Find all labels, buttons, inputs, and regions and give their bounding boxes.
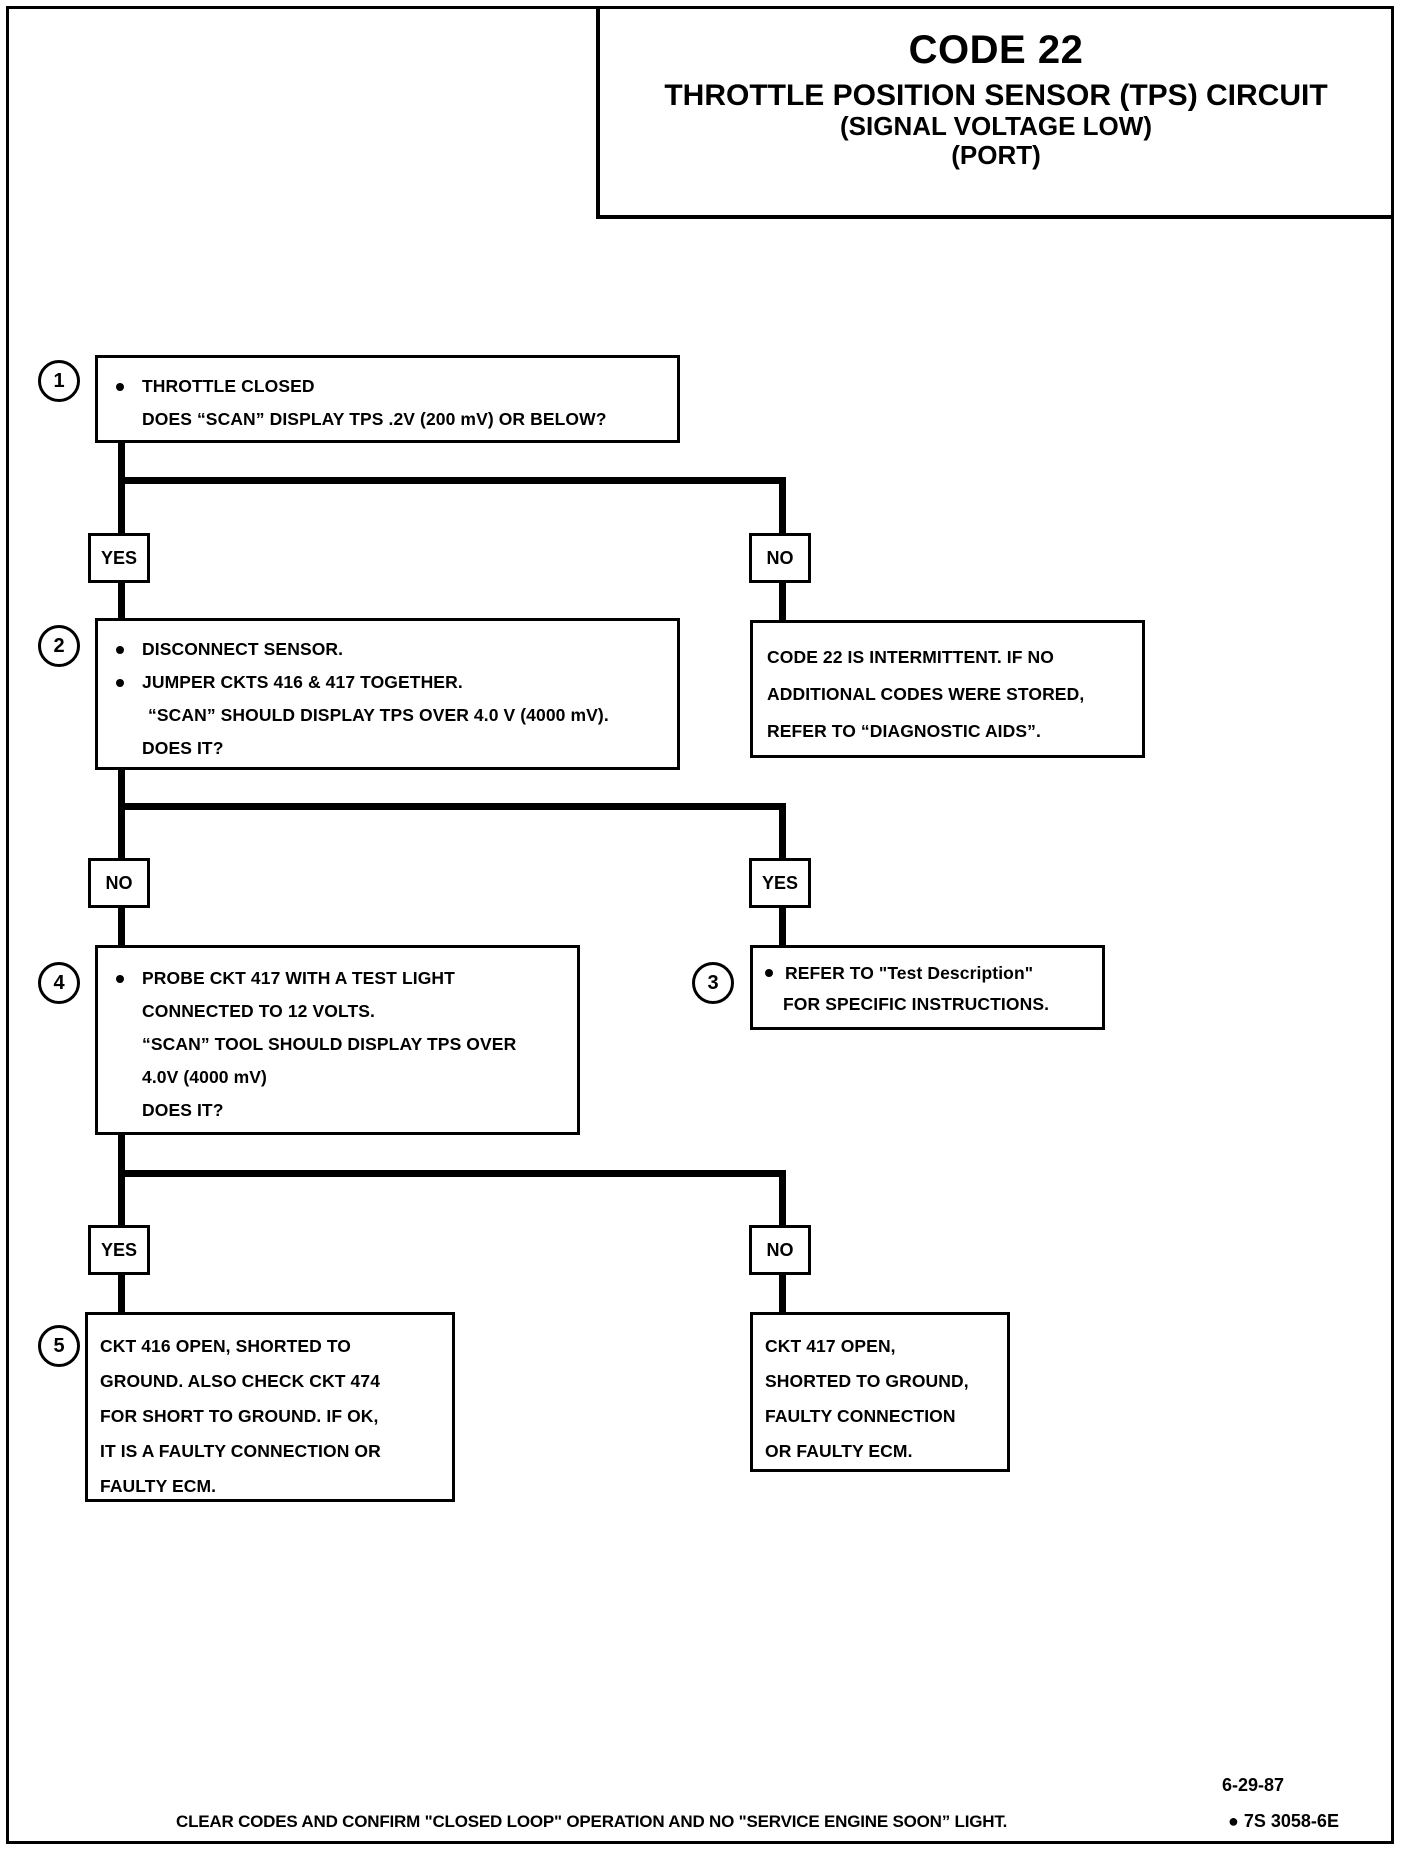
box4-line-5: DOES IT? xyxy=(142,1100,224,1120)
footer-date: 6-29-87 xyxy=(1222,1775,1285,1795)
step-marker-2: 2 xyxy=(38,625,80,667)
connector-4-no-down xyxy=(779,1170,786,1231)
connector-2-no-down xyxy=(118,803,125,864)
box2-line-2: JUMPER CKTS 416 & 417 TOGETHER. xyxy=(102,666,667,699)
box-step-2: DISCONNECT SENSOR. JUMPER CKTS 416 & 417… xyxy=(95,618,680,770)
connector-1-yes-down xyxy=(118,477,125,540)
bullet-icon xyxy=(116,383,124,391)
footer-note: CLEAR CODES AND CONFIRM "CLOSED LOOP" OP… xyxy=(176,1812,1008,1831)
page-title: CODE 22 xyxy=(908,28,1084,72)
box2-line-4: DOES IT? xyxy=(142,738,224,758)
bullet-icon xyxy=(765,969,773,977)
box3-line-1: REFER TO "Test Description" xyxy=(761,958,1094,989)
box2-line-3: “SCAN” SHOULD DISPLAY TPS OVER 4.0 V (40… xyxy=(148,705,609,725)
step-marker-1: 1 xyxy=(38,360,80,402)
box-ckt-417-fault: CKT 417 OPEN, SHORTED TO GROUND, FAULTY … xyxy=(750,1312,1010,1472)
box-step-1: THROTTLE CLOSED DOES “SCAN” DISPLAY TPS … xyxy=(95,355,680,443)
branch-label-no-2: NO xyxy=(88,858,150,908)
connector-4-down xyxy=(118,1135,125,1173)
connector-yes1-to-box2 xyxy=(118,583,125,621)
box-code-intermittent: CODE 22 IS INTERMITTENT. IF NO ADDITIONA… xyxy=(750,620,1145,758)
intermittent-line-2: ADDITIONAL CODES WERE STORED, xyxy=(767,684,1085,704)
connector-2-yes-down xyxy=(779,803,786,864)
connector-1-split xyxy=(118,477,786,484)
box4-line-3: “SCAN” TOOL SHOULD DISPLAY TPS OVER xyxy=(142,1034,517,1054)
connector-1-no-down xyxy=(779,477,786,540)
box-step-3: REFER TO "Test Description" FOR SPECIFIC… xyxy=(750,945,1105,1030)
connector-yes2-to-box3 xyxy=(779,908,786,946)
footer-reference: ● 7S 3058-6E xyxy=(1228,1811,1339,1831)
header-subtitle-port: (PORT) xyxy=(951,140,1041,171)
connector-4-yes-down xyxy=(118,1170,125,1231)
box4-line-1: PROBE CKT 417 WITH A TEST LIGHT xyxy=(102,962,569,995)
bullet-icon xyxy=(116,646,124,654)
branch-label-no-1: NO xyxy=(749,533,811,583)
box1-line-1: THROTTLE CLOSED xyxy=(102,370,667,403)
intermittent-line-1: CODE 22 IS INTERMITTENT. IF NO xyxy=(767,647,1054,667)
box4-line-4: 4.0V (4000 mV) xyxy=(142,1067,267,1087)
header-block: CODE 22 THROTTLE POSITION SENSOR (TPS) C… xyxy=(596,9,1392,219)
connector-1-down xyxy=(118,443,125,481)
box5-line-2: GROUND. ALSO CHECK CKT 474 xyxy=(100,1371,381,1391)
step-marker-4: 4 xyxy=(38,962,80,1004)
connector-4-split xyxy=(118,1170,786,1177)
box6-line-1: CKT 417 OPEN, xyxy=(765,1336,896,1356)
branch-label-yes-1: YES xyxy=(88,533,150,583)
box4-line-2: CONNECTED TO 12 VOLTS. xyxy=(142,1001,375,1021)
connector-2-down xyxy=(118,770,125,808)
bullet-icon xyxy=(116,679,124,687)
box6-line-4: OR FAULTY ECM. xyxy=(765,1441,913,1461)
connector-no3-to-box6 xyxy=(779,1275,786,1313)
branch-label-yes-3: YES xyxy=(88,1225,150,1275)
connector-no2-to-box4 xyxy=(118,908,125,946)
branch-label-yes-2: YES xyxy=(749,858,811,908)
intermittent-line-3: REFER TO “DIAGNOSTIC AIDS”. xyxy=(767,721,1041,741)
bullet-icon xyxy=(116,975,124,983)
connector-2-split xyxy=(118,803,786,810)
box6-line-3: FAULTY CONNECTION xyxy=(765,1406,956,1426)
step-marker-5: 5 xyxy=(38,1325,80,1367)
page-border xyxy=(6,6,1394,1844)
box5-line-1: CKT 416 OPEN, SHORTED TO xyxy=(100,1336,352,1356)
box1-line-2: DOES “SCAN” DISPLAY TPS .2V (200 mV) OR … xyxy=(142,409,607,429)
header-subtitle-condition: (SIGNAL VOLTAGE LOW) xyxy=(840,111,1152,141)
box5-line-3: FOR SHORT TO GROUND. IF OK, xyxy=(100,1406,379,1426)
box-step-5: CKT 416 OPEN, SHORTED TO GROUND. ALSO CH… xyxy=(85,1312,455,1502)
box3-line-2: FOR SPECIFIC INSTRUCTIONS. xyxy=(783,994,1050,1014)
connector-no1-to-intermittent xyxy=(779,583,786,621)
header-subtitle-main: THROTTLE POSITION SENSOR (TPS) CIRCUIT xyxy=(664,79,1328,112)
box6-line-2: SHORTED TO GROUND, xyxy=(765,1371,969,1391)
box5-line-4: IT IS A FAULTY CONNECTION OR xyxy=(100,1441,381,1461)
box5-line-5: FAULTY ECM. xyxy=(100,1476,217,1496)
connector-yes3-to-box5 xyxy=(118,1275,125,1313)
step-marker-3: 3 xyxy=(692,962,734,1004)
box2-line-1: DISCONNECT SENSOR. xyxy=(102,633,667,666)
branch-label-no-3: NO xyxy=(749,1225,811,1275)
box-step-4: PROBE CKT 417 WITH A TEST LIGHT CONNECTE… xyxy=(95,945,580,1135)
